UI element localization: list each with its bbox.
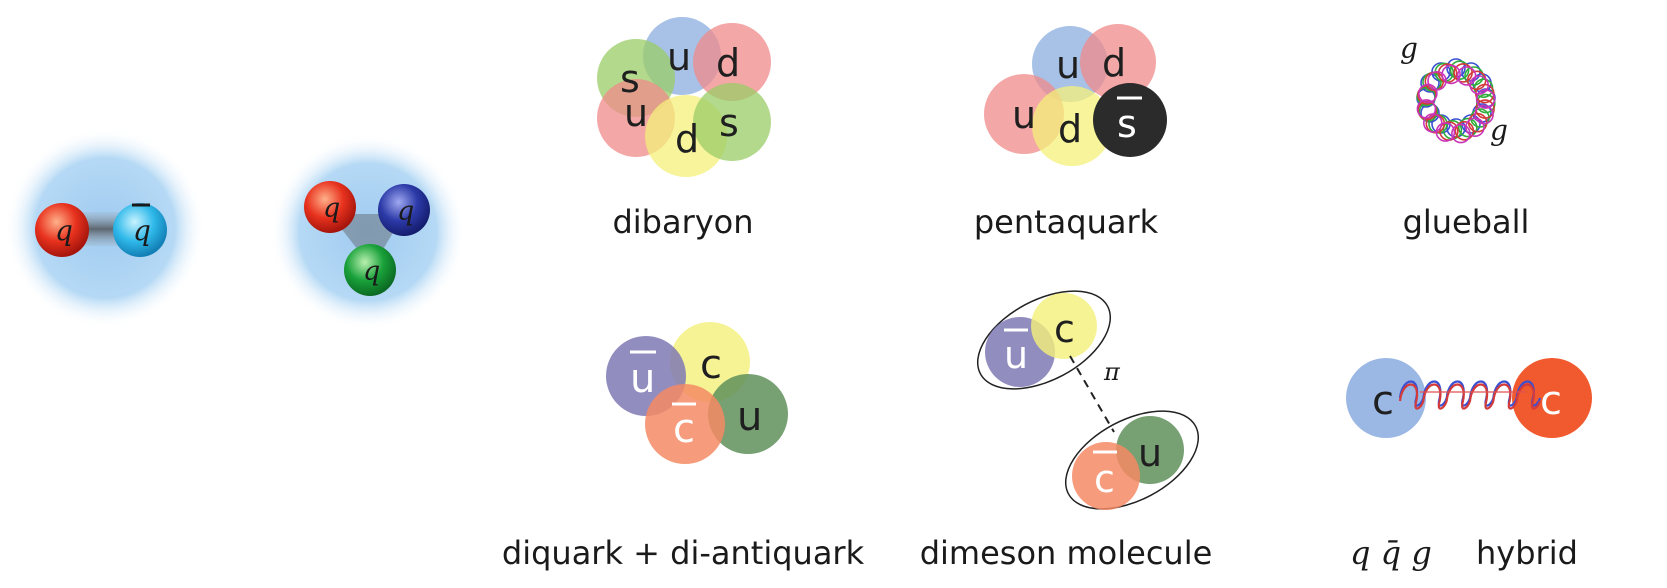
- glueball-figure: g g glueball: [1400, 32, 1529, 241]
- pentaquark-label-u2: u: [1012, 93, 1036, 137]
- tetraquark-label-c: c: [700, 342, 722, 388]
- molecule-caption: dimeson molecule: [920, 534, 1213, 572]
- gluon-loop: [1454, 121, 1475, 141]
- pion-exchange-line: [1069, 355, 1115, 433]
- gluon-loop: [1469, 75, 1489, 95]
- molecule-antiquark-c: [1072, 442, 1140, 510]
- dibaryon-quark-d-top: [693, 23, 771, 101]
- molecule-meson-1-outline: [976, 290, 1112, 390]
- meson-figure: q q: [5, 128, 205, 328]
- gluon-loop: [1475, 89, 1496, 109]
- meson-quark: [35, 203, 89, 257]
- hybrid-antiquark-c: [1512, 358, 1592, 438]
- tetraquark-figure: u c c u diquark + di-antiquark: [502, 322, 865, 572]
- molecule-label-ubar: u: [1004, 333, 1028, 377]
- meson-antiquark: [113, 203, 167, 257]
- gluon-coil-strand: [1398, 383, 1542, 410]
- dibaryon-figure: s u d u d s dibaryon: [597, 17, 771, 241]
- pentaquark-figure: u d u d s pentaquark: [974, 24, 1167, 241]
- baryon-quark-blue-label: q: [397, 196, 414, 227]
- gluon-loop: [1476, 93, 1496, 114]
- glueball-gluon-label-top: g: [1400, 32, 1418, 65]
- gluon-loop: [1465, 117, 1485, 137]
- tetraquark-label-cbar: c: [673, 406, 695, 452]
- baryon-figure: q q q: [270, 134, 466, 330]
- pentaquark-label-d2: d: [1058, 107, 1082, 151]
- hybrid-label-c: c: [1372, 378, 1394, 424]
- hybrid-quark-c: [1346, 358, 1426, 438]
- gluon-loop: [1451, 123, 1471, 144]
- meson-quark-label: q: [55, 214, 73, 247]
- dibaryon-label-s1: s: [620, 57, 640, 101]
- glueball-gluon-loops: [1416, 58, 1496, 144]
- dibaryon-label-u1: u: [667, 35, 691, 79]
- pentaquark-label-sbar: s: [1117, 102, 1137, 146]
- tetraquark-label-ubar: u: [630, 356, 655, 402]
- hybrid-caption-text: hybrid: [1476, 534, 1578, 572]
- molecule-label-cbar: c: [1094, 457, 1115, 501]
- molecule-label-c: c: [1054, 307, 1075, 351]
- hybrid-figure: c c q q̄ g hybrid: [1346, 358, 1592, 572]
- pentaquark-quark-d-top: [1080, 24, 1156, 100]
- molecule-quark-c: [1031, 293, 1097, 359]
- baryon-quark-blue: [378, 184, 430, 236]
- tetraquark-quark-u: [708, 374, 788, 454]
- dibaryon-label-u2: u: [624, 91, 648, 135]
- gluon-loop: [1423, 113, 1443, 133]
- dibaryon-label-d1: d: [716, 41, 740, 85]
- pentaquark-label-u1: u: [1056, 43, 1080, 87]
- molecule-meson-2-outline: [1064, 410, 1200, 510]
- baryon-quark-green: [344, 244, 396, 296]
- hybrid-caption-math: q q̄ g: [1350, 534, 1432, 572]
- gluon-loop: [1416, 99, 1437, 119]
- glueball-gluon-label-bottom: g: [1490, 114, 1508, 147]
- hybrid-gluon-coil: [1398, 380, 1542, 410]
- baryon-quark-red: [304, 181, 356, 233]
- tetraquark-label-u: u: [737, 394, 762, 440]
- glueball-caption: glueball: [1403, 203, 1530, 241]
- dibaryon-caption: dibaryon: [612, 203, 753, 241]
- baryon-quark-green-label: q: [363, 256, 380, 287]
- baryon-quark-red-label: q: [323, 193, 340, 224]
- pion-label: π: [1103, 358, 1121, 386]
- dibaryon-quark-s-right: [693, 83, 771, 161]
- gluon-loop: [1441, 64, 1461, 85]
- hybrid-label-cbar: c: [1540, 378, 1562, 424]
- meson-antiquark-label: q: [133, 214, 151, 247]
- tetraquark-antiquark-c: [645, 384, 725, 464]
- dibaryon-label-s2: s: [719, 101, 739, 145]
- pentaquark-quark-d-center: [1032, 86, 1112, 166]
- dibaryon-label-d2: d: [675, 117, 699, 161]
- tetraquark-caption: diquark + di-antiquark: [502, 534, 865, 572]
- pentaquark-label-d1: d: [1102, 41, 1126, 85]
- gluon-loop: [1427, 71, 1447, 91]
- pentaquark-caption: pentaquark: [974, 203, 1159, 241]
- pentaquark-antiquark-s: [1093, 83, 1167, 157]
- gluon-loop: [1458, 117, 1478, 138]
- molecule-figure: u c π c u dimeson molecule: [920, 290, 1213, 572]
- molecule-label-u: u: [1138, 431, 1162, 475]
